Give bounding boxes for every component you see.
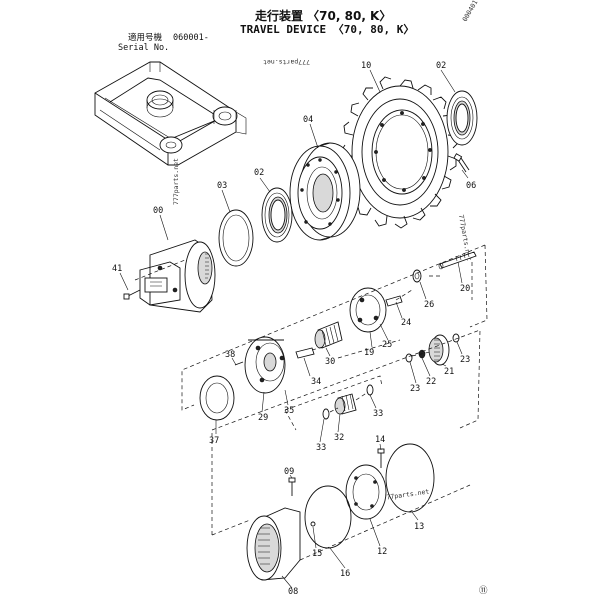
callout-35: 35 [284, 406, 294, 416]
callout-04: 04 [303, 115, 313, 125]
callout-20: 20 [460, 284, 470, 294]
callout-16: 16 [340, 569, 350, 579]
diagram-title-jp: 走行装置 〈70, 80, K〉 [255, 8, 391, 23]
travel-motor-00 [139, 239, 216, 313]
track-frame-illustration [94, 61, 247, 166]
serial-label-en: Serial No. [118, 43, 169, 53]
callout-02-upper: 02 [436, 61, 446, 71]
callout-22: 22 [426, 377, 436, 387]
callout-24: 24 [401, 318, 411, 328]
callout-15: 15 [312, 549, 322, 559]
callout-12: 12 [377, 547, 387, 557]
callout-38: 38 [225, 350, 235, 360]
callout-19: 19 [364, 348, 374, 358]
hub-04 [289, 142, 361, 241]
page-mark: ⑪ [479, 586, 488, 596]
diagram-title-en: TRAVEL DEVICE 〈70, 80, K〉 [240, 23, 414, 36]
bolt-14 [377, 448, 385, 468]
callout-26: 26 [424, 300, 434, 310]
bolt-41 [123, 289, 141, 300]
o-ring-13 [385, 443, 435, 513]
plug-15 [310, 521, 316, 527]
callout-29: 29 [258, 413, 268, 423]
callout-41: 41 [112, 264, 122, 274]
callout-23-left: 23 [410, 384, 420, 394]
callout-02-lower: 02 [254, 168, 264, 178]
carrier-29 [244, 336, 286, 394]
callout-34: 34 [311, 377, 321, 387]
bolt-06 [453, 153, 470, 173]
pin-34 [295, 347, 315, 359]
callout-33-left: 33 [316, 443, 326, 453]
callout-25: 25 [382, 340, 392, 350]
bolt-09 [288, 477, 296, 496]
washer-33-right [366, 384, 374, 396]
callout-03: 03 [217, 181, 227, 191]
seal-ring-03 [218, 209, 254, 267]
callout-32: 32 [334, 433, 344, 443]
gear-21 [428, 334, 450, 366]
callout-14: 14 [375, 435, 385, 445]
corner-code: 000401-11 [461, 0, 486, 23]
gear-30 [314, 321, 343, 349]
callout-06: 06 [466, 181, 476, 191]
sprocket-10 [340, 76, 459, 229]
callout-10: 10 [361, 61, 371, 71]
callout-30: 30 [325, 357, 335, 367]
callout-leaders [119, 69, 469, 589]
callouts: 10 02 04 02 03 00 06 41 20 26 24 25 19 3… [112, 61, 476, 597]
callout-00: 00 [153, 206, 163, 216]
callout-08: 08 [288, 587, 298, 597]
bearing-02-upper [446, 90, 478, 146]
callout-37: 37 [209, 436, 219, 446]
assembly-guide-lines [134, 244, 488, 561]
callout-21: 21 [444, 367, 454, 377]
o-ring-16 [304, 485, 352, 549]
washer-23-right [452, 333, 460, 343]
bearing-02-lower [261, 187, 293, 243]
watermark-left: 777parts.net [172, 158, 180, 205]
callout-33-right: 33 [373, 409, 383, 419]
shaft-20 [438, 251, 477, 270]
callout-09: 09 [284, 467, 294, 477]
gear-32 [334, 393, 357, 415]
pin-38 [234, 361, 244, 366]
washer-33-left [322, 408, 330, 420]
thrust-ring-37 [199, 375, 235, 421]
callout-23-right: 23 [460, 355, 470, 365]
cover-12 [345, 464, 387, 520]
serial-value: 060001- [173, 33, 209, 43]
serial-label-jp: 適用号機 [128, 32, 163, 43]
carrier-19 [349, 287, 403, 333]
watermark-top: 777parts.net [263, 58, 310, 66]
callout-13: 13 [414, 522, 424, 532]
ring-gear-08 [246, 507, 301, 581]
washer-23-left [405, 353, 413, 363]
